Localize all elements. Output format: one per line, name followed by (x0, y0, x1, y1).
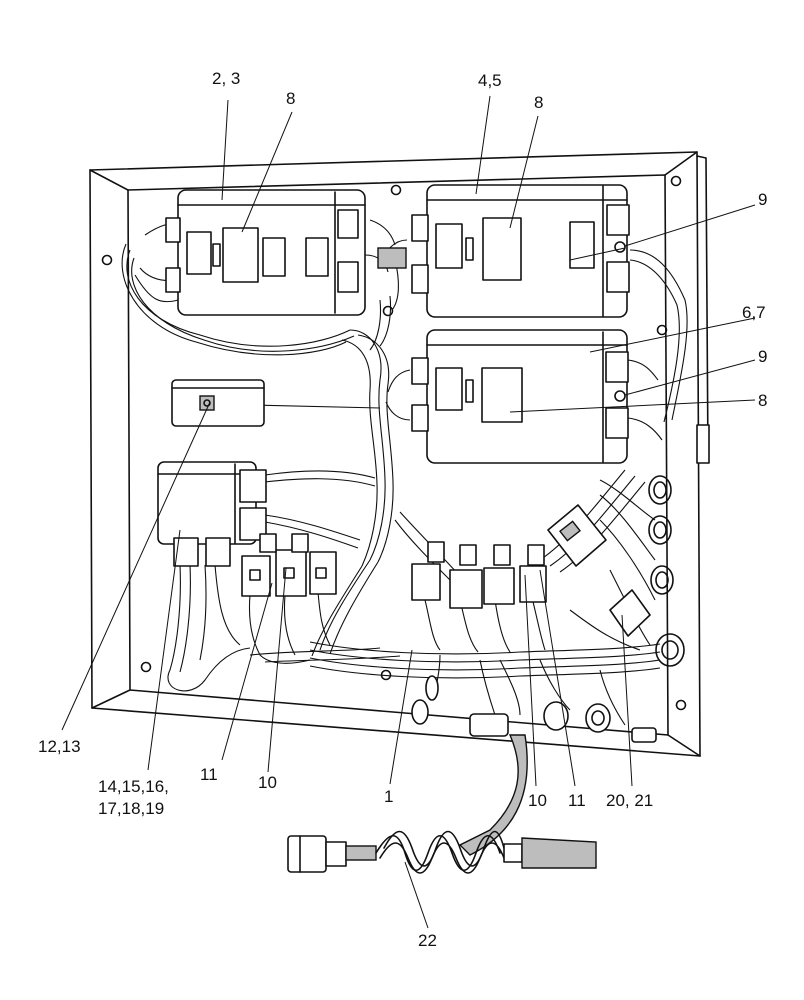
module-4-5 (377, 184, 630, 318)
relays-left (241, 533, 337, 597)
callout-4-5: 4,5 (478, 71, 502, 90)
connector-block (547, 504, 651, 637)
wiring-harness (121, 219, 688, 726)
module-2-3 (165, 189, 366, 316)
callout-20-21: 20, 21 (606, 791, 653, 810)
callout-6-7: 6,7 (742, 303, 766, 322)
callout-11-right: 11 (568, 791, 586, 810)
callout-8-right: 8 (758, 391, 767, 410)
switch-12-13 (171, 379, 265, 427)
mounting-holes (101, 175, 687, 711)
callout-8-top-right: 8 (534, 93, 543, 112)
callout-1: 1 (384, 787, 393, 806)
leader-lines (61, 95, 756, 929)
harness-loops (648, 475, 685, 667)
relays-right (411, 541, 547, 609)
module-6-7 (411, 329, 629, 464)
coiled-cable-22 (287, 734, 597, 874)
callout-12-13: 12,13 (38, 737, 81, 756)
callout-17-19: 17,18,19 (98, 799, 164, 818)
callout-14-16: 14,15,16, (98, 777, 169, 796)
callout-10-right: 10 (528, 791, 547, 810)
bottom-grommets (411, 675, 657, 743)
callout-2-3: 2, 3 (212, 69, 240, 88)
callout-labels: 2, 3 8 4,5 8 9 6,7 9 8 12,13 14,15,16, 1… (38, 69, 767, 950)
callout-9-lower: 9 (758, 347, 767, 366)
callout-11-left: 11 (200, 765, 218, 784)
callout-22: 22 (418, 931, 437, 950)
callout-9-upper: 9 (758, 190, 767, 209)
relay-box-14-19 (157, 461, 267, 567)
callout-8-top-left: 8 (286, 89, 295, 108)
callout-10-left: 10 (258, 773, 277, 792)
